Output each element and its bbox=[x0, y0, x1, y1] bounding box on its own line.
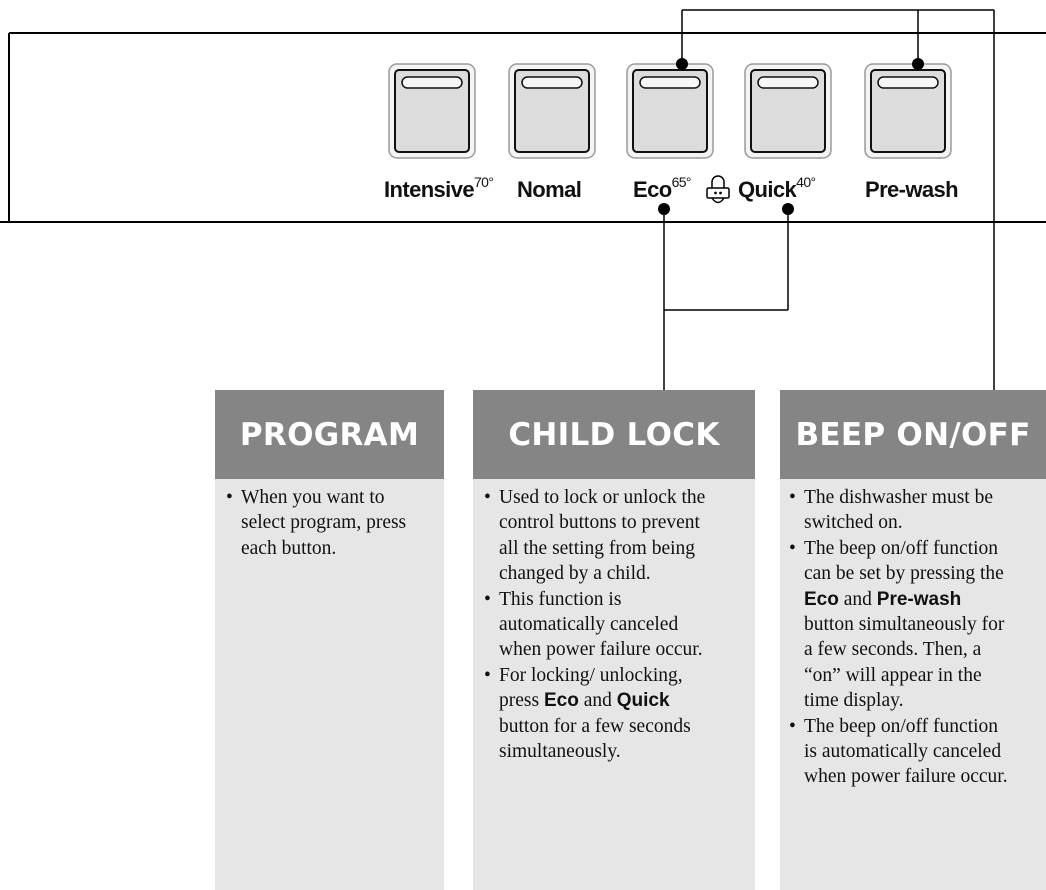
card-body-beep-on-off: The dishwasher must be switched on. The … bbox=[780, 479, 1046, 790]
label-eco: Eco65° bbox=[633, 174, 691, 202]
list-item: The beep on/off function can be set by p… bbox=[788, 536, 1046, 714]
card-child-lock: CHILD LOCK Used to lock or unlock the co… bbox=[473, 390, 755, 890]
button-indicator-slot bbox=[757, 76, 819, 89]
card-title-program: PROGRAM bbox=[215, 390, 444, 479]
child-lock-connector bbox=[663, 209, 789, 390]
card-program: PROGRAM When you want to select program,… bbox=[215, 390, 444, 890]
list-item: This function is automatically canceled … bbox=[483, 587, 755, 663]
button-face bbox=[632, 69, 708, 153]
label-nomal: Nomal bbox=[517, 177, 581, 202]
program-button-intensive[interactable] bbox=[388, 63, 476, 159]
list-item: The beep on/off function is automaticall… bbox=[788, 714, 1046, 790]
card-body-child-lock: Used to lock or unlock the control butto… bbox=[473, 479, 755, 764]
quick-label-dot bbox=[782, 203, 794, 215]
card-title-child-lock: CHILD LOCK bbox=[473, 390, 755, 479]
program-button-pre-wash[interactable] bbox=[864, 63, 952, 159]
button-face bbox=[750, 69, 826, 153]
list-item: Used to lock or unlock the control butto… bbox=[483, 485, 755, 587]
button-indicator-slot bbox=[401, 76, 463, 89]
pre-wash-button-dot bbox=[912, 58, 924, 70]
card-title-beep-on-off: BEEP ON/OFF bbox=[780, 390, 1046, 479]
program-button-quick[interactable] bbox=[744, 63, 832, 159]
eco-label-dot bbox=[658, 203, 670, 215]
button-indicator-slot bbox=[877, 76, 939, 89]
program-button-eco[interactable] bbox=[626, 63, 714, 159]
panel-illustration: Intensive70° Nomal Eco65° Quick40° Pre-w… bbox=[0, 9, 1046, 390]
list-item: For locking/ unlocking, press Eco and Qu… bbox=[483, 663, 755, 765]
card-body-program: When you want to select program, press e… bbox=[215, 479, 444, 561]
button-indicator-slot bbox=[521, 76, 583, 89]
beep-connector bbox=[681, 9, 995, 390]
card-beep-on-off: BEEP ON/OFF The dishwasher must be switc… bbox=[780, 390, 1046, 890]
eco-button-dot bbox=[676, 58, 688, 70]
label-pre-wash: Pre-wash bbox=[865, 177, 958, 202]
button-indicator-slot bbox=[639, 76, 701, 89]
label-intensive: Intensive70° bbox=[384, 174, 493, 202]
list-item: The dishwasher must be switched on. bbox=[788, 485, 1046, 536]
button-face bbox=[870, 69, 946, 153]
program-button-nomal[interactable] bbox=[508, 63, 596, 159]
button-face bbox=[514, 69, 590, 153]
child-lock-icon bbox=[706, 175, 730, 204]
label-quick: Quick40° bbox=[738, 174, 816, 202]
list-item: When you want to select program, press e… bbox=[225, 485, 444, 561]
button-face bbox=[394, 69, 470, 153]
